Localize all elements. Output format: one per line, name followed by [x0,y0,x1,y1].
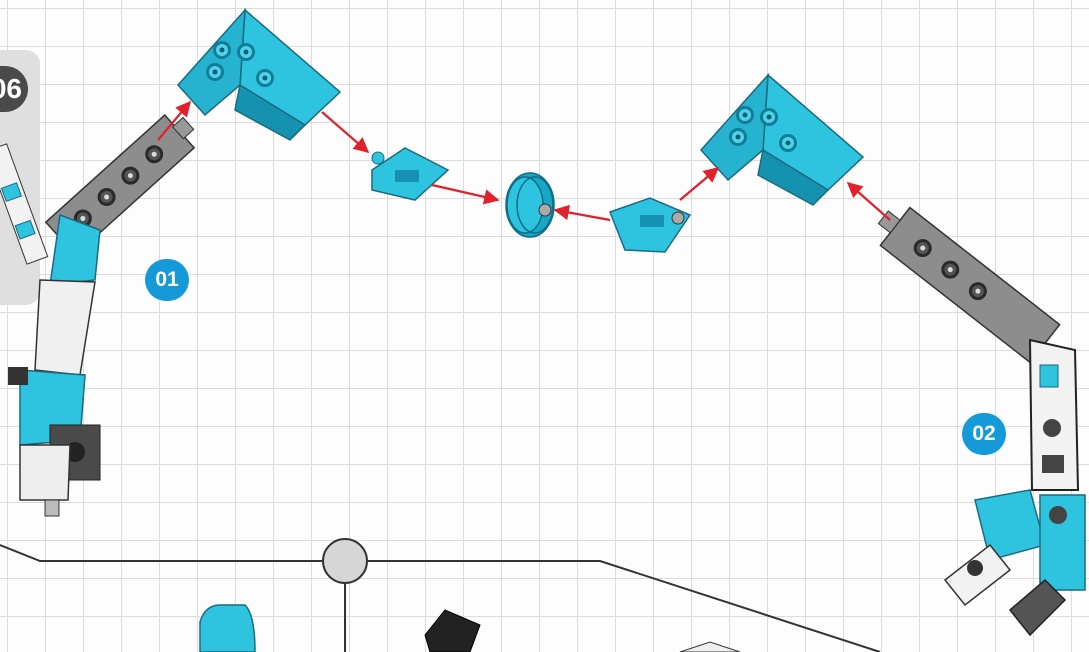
corner-bracket-left-icon [178,10,340,140]
corner-bracket-right-icon [701,75,863,205]
clip-connector-left-icon [372,148,448,200]
assembly-arrow-icon [322,112,368,152]
assembly-arrow-icon [680,168,718,200]
assembly-arrow-icon [432,185,498,200]
junction-circle [323,539,367,583]
bottom-white-part-icon [680,642,740,652]
pulley-wheel-icon [506,173,554,237]
bottom-cyan-part-icon [200,605,255,652]
sub-assembly-badge-02: 02 [962,413,1006,455]
assembly-arrow-icon [555,210,610,220]
sub-assembly-badge-01: 01 [145,259,189,301]
bottom-black-part-icon [425,610,480,652]
assembly-arrow-icon [848,183,890,220]
clip-connector-right-icon [610,198,690,252]
